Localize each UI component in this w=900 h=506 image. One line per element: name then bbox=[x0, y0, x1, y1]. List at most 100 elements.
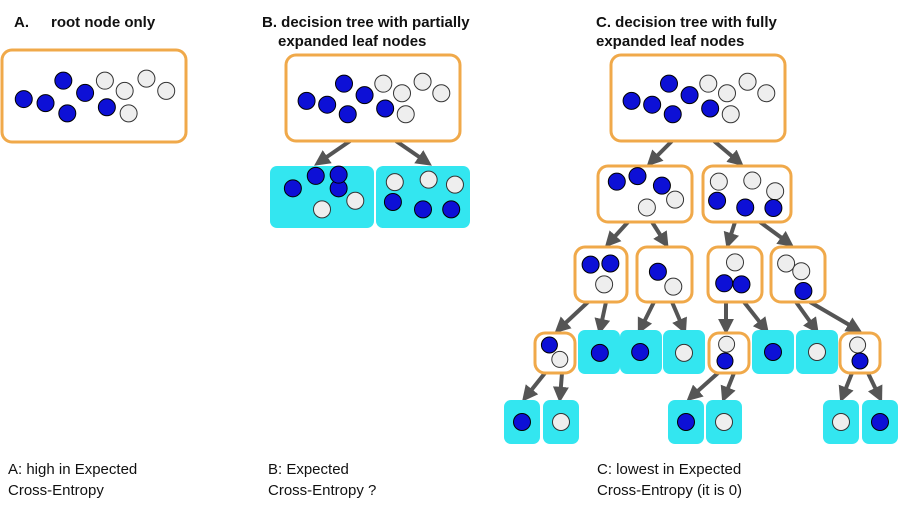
blue-ball bbox=[648, 262, 667, 281]
nodes-layer bbox=[0, 48, 898, 444]
panel-b-caption-line-2: Cross-Entropy ? bbox=[268, 482, 377, 499]
blue-ball bbox=[622, 91, 641, 110]
c-arrow-l1l-right bbox=[650, 220, 669, 249]
white-ball bbox=[718, 84, 736, 103]
panel-b-title-line-1: B. decision tree with partially bbox=[262, 14, 470, 31]
blue-ball bbox=[383, 192, 402, 211]
c-l2-a bbox=[573, 245, 629, 304]
c-arrow-l3m3-left bbox=[838, 372, 854, 403]
c-arrow-l2d-right bbox=[808, 300, 863, 333]
white-ball bbox=[766, 182, 785, 201]
white-ball bbox=[721, 105, 740, 124]
white-ball bbox=[808, 343, 826, 361]
blue-ball bbox=[701, 99, 720, 118]
panel-a-caption: A: high in Expected Cross-Entropy bbox=[8, 459, 137, 501]
blue-ball bbox=[318, 95, 337, 114]
c-arrow-l2a-right bbox=[594, 301, 611, 335]
b-arrow-right bbox=[394, 139, 432, 166]
white-ball bbox=[95, 71, 114, 90]
panel-c-title-line-2: expanded leaf nodes bbox=[596, 33, 745, 50]
blue-ball bbox=[376, 99, 395, 118]
blue-ball bbox=[851, 352, 869, 370]
blue-ball bbox=[306, 166, 325, 185]
blue-ball bbox=[871, 413, 889, 431]
c-arrow-root-left bbox=[646, 139, 674, 167]
c-arrow-l3m2-left bbox=[686, 371, 720, 402]
panel-a-title-text: root node only bbox=[51, 14, 156, 31]
blue-ball bbox=[540, 336, 558, 354]
c-arrow-l1r-left bbox=[723, 221, 740, 249]
white-ball bbox=[666, 190, 685, 209]
white-ball bbox=[832, 413, 850, 431]
panel-b-title: B. decision tree with partially expanded… bbox=[262, 13, 470, 51]
c-arrow-l2a-left bbox=[554, 300, 590, 334]
blue-ball bbox=[297, 91, 316, 110]
blue-ball bbox=[607, 172, 626, 191]
white-ball bbox=[396, 105, 415, 124]
blue-ball bbox=[680, 86, 699, 105]
c-arrow-l3m2-right bbox=[720, 372, 736, 403]
c-arrow-l1r-right bbox=[758, 220, 794, 247]
white-ball bbox=[595, 275, 614, 294]
b-arrow-left bbox=[314, 139, 352, 166]
blue-ball bbox=[513, 413, 531, 431]
c-arrow-l2b-left bbox=[637, 301, 656, 335]
blue-ball bbox=[335, 74, 353, 93]
blue-ball bbox=[715, 274, 734, 293]
blue-ball bbox=[76, 83, 95, 102]
blue-ball bbox=[652, 176, 671, 195]
white-ball bbox=[119, 104, 138, 123]
white-ball bbox=[709, 172, 728, 191]
blue-ball bbox=[736, 198, 755, 217]
arrows-layer bbox=[314, 139, 883, 403]
blue-ball bbox=[601, 254, 620, 273]
blue-ball bbox=[414, 200, 432, 219]
white-ball bbox=[115, 81, 134, 100]
panel-a-caption-line-1: A: high in Expected bbox=[8, 461, 138, 478]
blue-ball bbox=[58, 104, 77, 123]
blue-ball bbox=[329, 165, 348, 184]
c-arrow-l3m1-left bbox=[522, 371, 547, 402]
white-ball bbox=[699, 74, 718, 93]
white-ball bbox=[552, 413, 570, 431]
c-arrow-root-right bbox=[712, 139, 744, 167]
panel-a-caption-line-2: Cross-Entropy bbox=[8, 482, 104, 499]
white-ball bbox=[551, 350, 569, 368]
white-ball bbox=[675, 343, 693, 362]
blue-ball bbox=[794, 282, 813, 300]
white-ball bbox=[726, 253, 744, 272]
white-ball bbox=[792, 262, 811, 281]
white-ball bbox=[777, 254, 796, 273]
panel-c-caption-line-2: Cross-Entropy (it is 0) bbox=[597, 482, 743, 499]
c-arrow-l3m1-right bbox=[552, 372, 569, 403]
c-arrow-l2b-right bbox=[670, 301, 687, 335]
c-arrow-l3m3-right bbox=[866, 372, 883, 403]
panel-b-caption: B: Expected Cross-Entropy ? bbox=[268, 459, 376, 501]
white-ball bbox=[374, 74, 393, 93]
white-ball bbox=[743, 171, 762, 190]
blue-ball bbox=[338, 105, 357, 124]
panel-c-caption: C: lowest in Expected Cross-Entropy (it … bbox=[597, 459, 742, 501]
panel-c-title-line-1: C. decision tree with fully bbox=[596, 14, 777, 31]
white-ball bbox=[738, 72, 757, 91]
white-ball bbox=[419, 170, 438, 189]
blue-ball bbox=[355, 86, 374, 105]
blue-ball bbox=[628, 167, 647, 186]
blue-ball bbox=[677, 413, 695, 431]
white-ball bbox=[385, 173, 404, 192]
white-ball bbox=[432, 84, 451, 103]
white-ball bbox=[137, 69, 156, 88]
white-ball bbox=[313, 200, 331, 219]
blue-ball bbox=[764, 199, 783, 217]
white-ball bbox=[413, 72, 432, 91]
blue-ball bbox=[590, 343, 609, 362]
panel-c-title: C. decision tree with fully expanded lea… bbox=[596, 13, 777, 51]
blue-ball bbox=[36, 94, 55, 113]
blue-ball bbox=[660, 74, 678, 93]
white-ball bbox=[346, 191, 365, 210]
blue-ball bbox=[442, 200, 461, 219]
c-arrow-l1l-left bbox=[604, 220, 630, 248]
white-ball bbox=[849, 336, 867, 354]
blue-ball bbox=[764, 343, 782, 361]
